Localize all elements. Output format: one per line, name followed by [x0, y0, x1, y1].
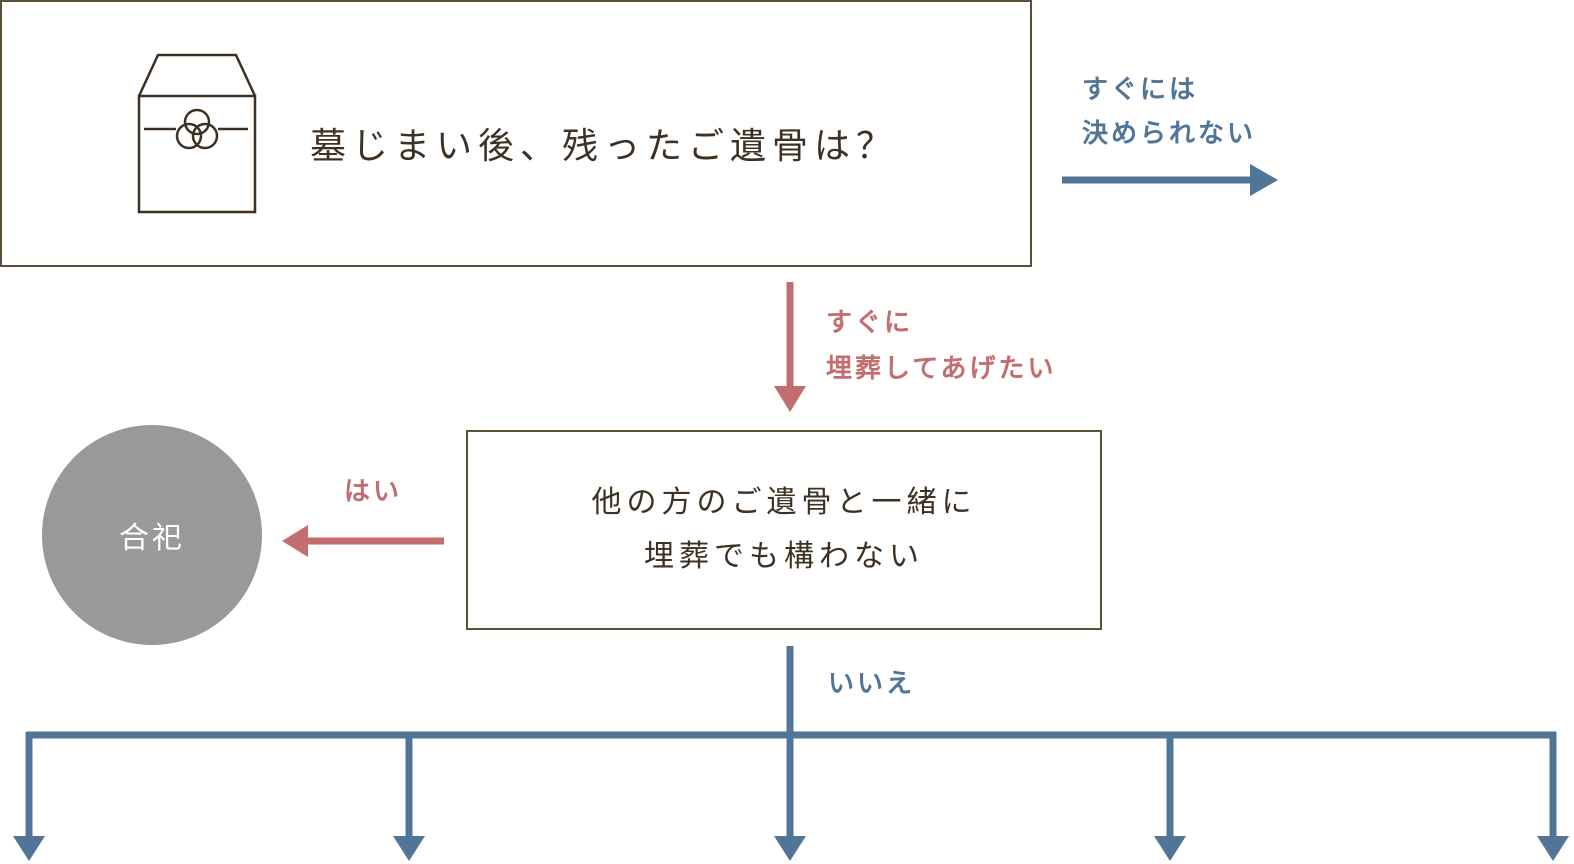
arrow-not-decided	[1062, 164, 1278, 196]
label-not-decided-line2: 決められない	[1082, 119, 1257, 149]
label-not-decided: すぐには 決められない	[1082, 68, 1256, 156]
label-no: いいえ	[828, 669, 916, 699]
arrow-bury-soon	[774, 282, 806, 412]
urn-box-icon	[137, 53, 257, 214]
sub-question-line2: 埋葬でも構わない	[644, 539, 924, 574]
label-not-decided-line1: すぐには	[1082, 75, 1199, 105]
label-bury-soon-line1: すぐに	[826, 308, 914, 338]
sub-question-line1: 他の方のご遺骨と一緒に	[591, 485, 977, 520]
label-bury-soon-line2: 埋葬してあげたい	[826, 354, 1057, 384]
joint-burial-circle: 合祀	[42, 425, 262, 645]
question-box: 墓じまい後、残ったご遺骨は？	[0, 0, 1032, 267]
question-title: 墓じまい後、残ったご遺骨は？	[310, 126, 899, 167]
label-bury-soon: すぐに 埋葬してあげたい	[826, 300, 1056, 392]
label-yes: はい	[344, 477, 403, 507]
arrow-no-tree	[13, 646, 1569, 861]
arrow-yes	[282, 525, 444, 557]
joint-burial-label: 合祀	[119, 521, 185, 556]
sub-question-box: 他の方のご遺骨と一緒に 埋葬でも構わない	[466, 430, 1102, 630]
